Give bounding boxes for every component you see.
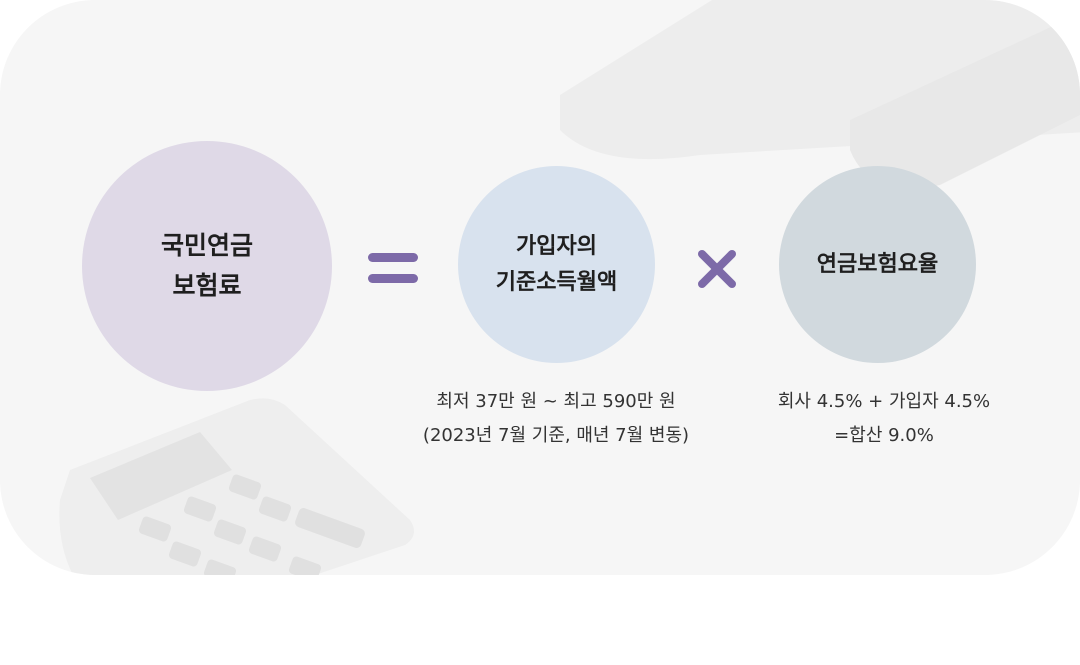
calculator-illustration-icon bbox=[59, 0, 1080, 575]
pension-premium-label: 국민연금 보험료 bbox=[160, 231, 253, 300]
multiply-icon bbox=[698, 250, 736, 288]
standard-monthly-income-circle: 가입자의 기준소득월액 bbox=[458, 166, 655, 363]
income-range-caption: 최저 37만 원 ~ 최고 590만 원 (2023년 7월 기준, 매년 7월… bbox=[376, 385, 736, 453]
standard-monthly-income-label: 가입자의 기준소득월액 bbox=[495, 234, 618, 295]
calculator-shape bbox=[59, 398, 414, 575]
pen-shape bbox=[560, 0, 1080, 189]
income-range-text: 최저 37만 원 ~ 최고 590만 원 bbox=[436, 391, 676, 412]
rate-total-text: =합산 9.0% bbox=[834, 425, 934, 446]
rate-split-text: 회사 4.5% + 가입자 4.5% bbox=[777, 391, 991, 412]
equals-icon bbox=[368, 253, 418, 283]
income-basis-text: (2023년 7월 기준, 매년 7월 변동) bbox=[422, 425, 690, 446]
pension-premium-circle: 국민연금 보험료 bbox=[82, 141, 332, 391]
contribution-rate-circle: 연금보험요율 bbox=[779, 166, 976, 363]
contribution-rate-label: 연금보험요율 bbox=[816, 251, 939, 277]
rate-breakdown-caption: 회사 4.5% + 가입자 4.5% =합산 9.0% bbox=[736, 385, 1032, 453]
